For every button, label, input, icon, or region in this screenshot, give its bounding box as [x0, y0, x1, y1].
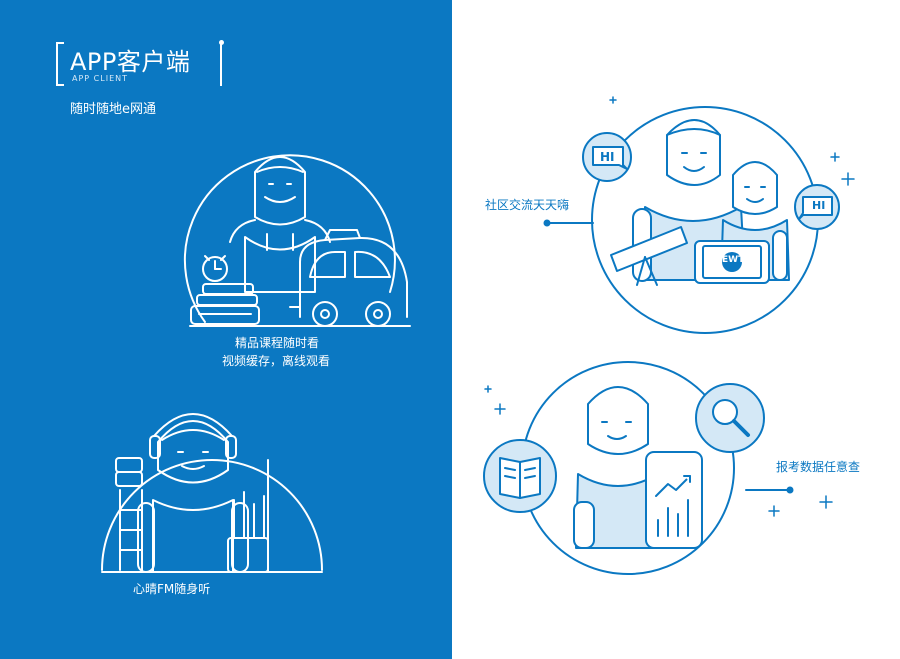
magnifier-icon — [695, 383, 765, 453]
courses-caption-2: 视频缓存，离线观看 — [222, 354, 331, 368]
page-title: APP客户端 — [70, 48, 191, 76]
title-bracket-right — [214, 42, 222, 86]
telescope-icon — [610, 226, 688, 286]
student-figure — [573, 386, 663, 549]
hi-bubble-left — [582, 132, 632, 182]
fm-caption: 心晴FM随身听 — [133, 582, 211, 596]
courses-illustration — [183, 154, 411, 327]
phone-chart-icon — [645, 451, 703, 549]
slogan: 随时随地e网通 — [70, 102, 156, 117]
title-bracket-left — [56, 42, 64, 86]
community-illustration — [543, 96, 855, 334]
book-icon — [483, 439, 557, 513]
fm-illustration — [101, 413, 323, 573]
boy-figure — [137, 413, 249, 573]
left-panel: APP客户端 APP CLIENT 随时随地e网通 — [0, 0, 452, 659]
title-bracket-dot — [219, 40, 224, 45]
page-subtitle: APP CLIENT — [72, 74, 128, 83]
alarm-clock-icon — [202, 255, 228, 282]
app-client-title-block: APP客户端 APP CLIENT — [56, 38, 224, 90]
girl-figure — [229, 156, 331, 293]
ewt-logo-text: EWT — [722, 255, 745, 265]
hi-bubble-right — [794, 184, 840, 230]
books-stack-icon — [190, 283, 260, 325]
exam-data-illustration — [483, 361, 833, 575]
toy-car-icon — [289, 229, 408, 327]
exam-data-label: 报考数据任意查 — [776, 460, 861, 474]
courses-caption-1: 精品课程随时看 — [235, 336, 320, 350]
hi-bubble-right-text: HI — [812, 199, 826, 212]
tablet-icon — [694, 240, 770, 284]
hi-bubble-left-text: HI — [600, 150, 615, 164]
community-label: 社区交流天天嗨 — [485, 198, 570, 212]
